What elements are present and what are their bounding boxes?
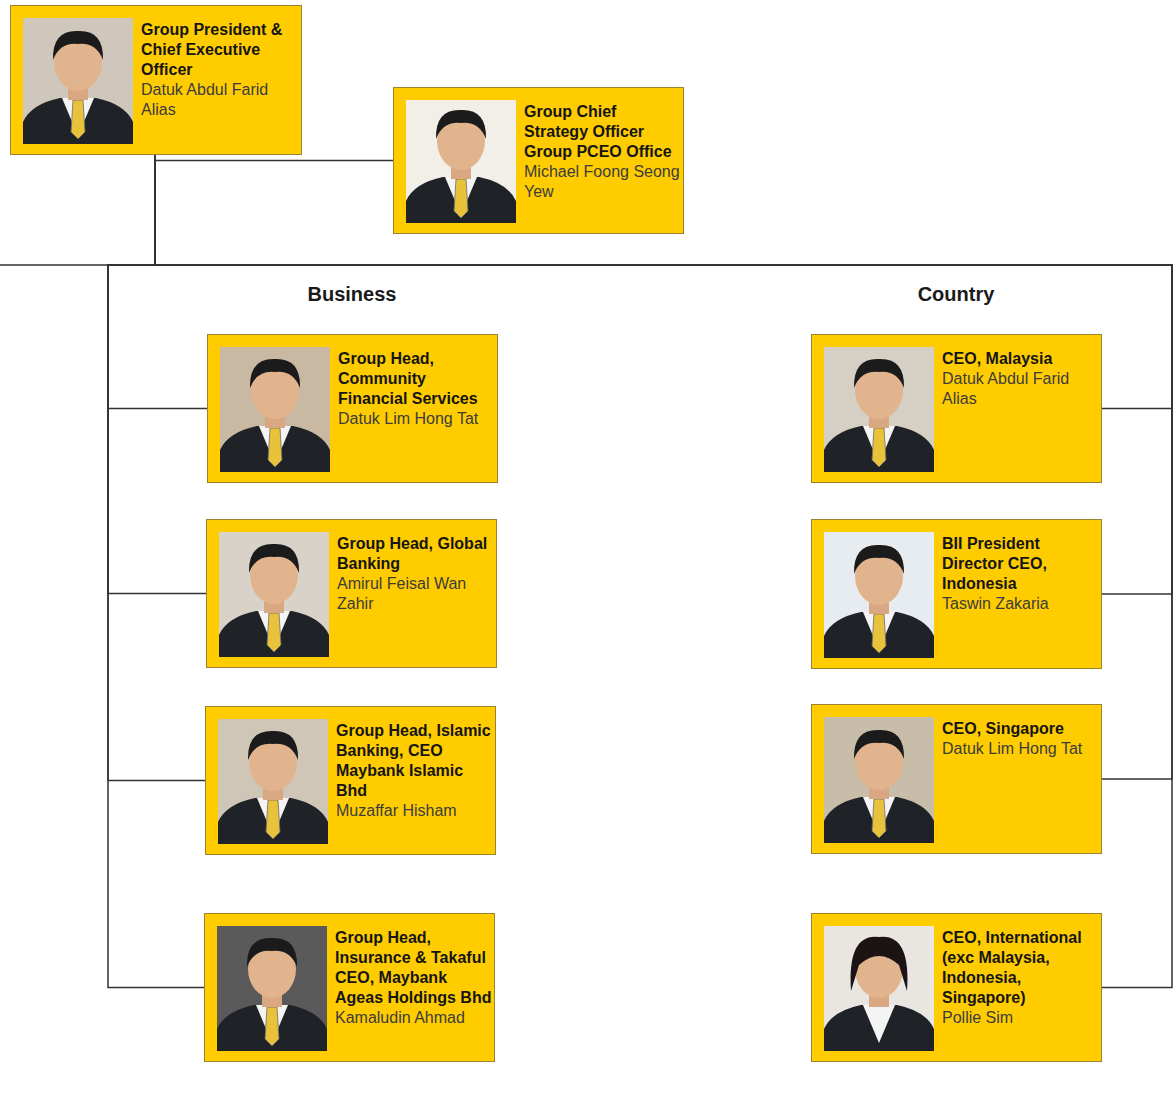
portrait-photo: [217, 926, 327, 1051]
person-name: Michael Foong Seong Yew: [524, 162, 681, 202]
org-box: Group Head, Islamic Banking, CEO Maybank…: [205, 706, 496, 855]
org-box: Group Head, Insurance & Takaful CEO, May…: [204, 913, 495, 1062]
org-box: Group Head, Global BankingAmirul Feisal …: [206, 519, 497, 668]
reporting-line: [108, 155, 204, 988]
role-title: CEO, Singapore: [942, 719, 1099, 739]
person-name: Datuk Abdul Farid Alias: [141, 80, 299, 120]
text-block: Group Head, Global BankingAmirul Feisal …: [337, 534, 494, 614]
org-box: CEO, International (exc Malaysia, Indone…: [811, 913, 1102, 1062]
org-box: CEO, SingaporeDatuk Lim Hong Tat: [811, 704, 1102, 854]
org-box: CEO, MalaysiaDatuk Abdul Farid Alias: [811, 334, 1102, 483]
portrait-photo: [824, 347, 934, 472]
portrait-photo: [23, 18, 133, 144]
trunk-stub: [0, 264, 110, 266]
org-box: Group Chief Strategy Officer Group PCEO …: [393, 87, 684, 234]
reporting-line: [108, 155, 205, 781]
portrait-photo: [219, 532, 329, 657]
person-name: Muzaffar Hisham: [336, 801, 493, 821]
role-title: Group Head, Islamic Banking, CEO Maybank…: [336, 721, 493, 801]
role-title: Group Chief Strategy Officer Group PCEO …: [524, 102, 681, 162]
role-title: CEO, Malaysia: [942, 349, 1099, 369]
org-box: Group Head, Community Financial Services…: [207, 334, 498, 483]
text-block: Group Head, Insurance & Takaful CEO, May…: [335, 928, 492, 1028]
reporting-line: [155, 155, 1172, 988]
person-name: Pollie Sim: [942, 1008, 1099, 1028]
person-name: Amirul Feisal Wan Zahir: [337, 574, 494, 614]
text-block: Group Head, Islamic Banking, CEO Maybank…: [336, 721, 493, 821]
portrait-photo: [406, 100, 516, 223]
person-name: Datuk Lim Hong Tat: [338, 409, 495, 429]
person-name: Taswin Zakaria: [942, 594, 1099, 614]
portrait-photo: [824, 926, 934, 1051]
text-block: Group President & Chief Executive Office…: [141, 20, 299, 120]
role-title: Group President & Chief Executive Office…: [141, 20, 299, 80]
text-block: CEO, SingaporeDatuk Lim Hong Tat: [942, 719, 1099, 759]
role-title: Group Head, Community Financial Services: [338, 349, 495, 409]
person-name: Kamaludin Ahmad: [335, 1008, 492, 1028]
role-title: BII President Director CEO, Indonesia: [942, 534, 1099, 594]
role-title: Group Head, Insurance & Takaful CEO, May…: [335, 928, 492, 1008]
text-block: Group Chief Strategy Officer Group PCEO …: [524, 102, 681, 202]
portrait-photo: [824, 532, 934, 658]
portrait-photo: [824, 717, 934, 843]
column-heading: Business: [308, 283, 397, 306]
reporting-line: [155, 155, 393, 161]
reporting-line: [108, 155, 207, 409]
text-block: CEO, International (exc Malaysia, Indone…: [942, 928, 1099, 1028]
person-name: Datuk Abdul Farid Alias: [942, 369, 1099, 409]
role-title: Group Head, Global Banking: [337, 534, 494, 574]
org-box: Group President & Chief Executive Office…: [10, 5, 302, 155]
text-block: BII President Director CEO, IndonesiaTas…: [942, 534, 1099, 614]
portrait-photo: [220, 347, 330, 472]
role-title: CEO, International (exc Malaysia, Indone…: [942, 928, 1099, 1008]
text-block: Group Head, Community Financial Services…: [338, 349, 495, 429]
reporting-line: [155, 155, 1172, 779]
person-name: Datuk Lim Hong Tat: [942, 739, 1099, 759]
text-block: CEO, MalaysiaDatuk Abdul Farid Alias: [942, 349, 1099, 409]
column-heading: Country: [918, 283, 995, 306]
reporting-line: [108, 155, 206, 594]
org-box: BII President Director CEO, IndonesiaTas…: [811, 519, 1102, 669]
portrait-photo: [218, 719, 328, 844]
